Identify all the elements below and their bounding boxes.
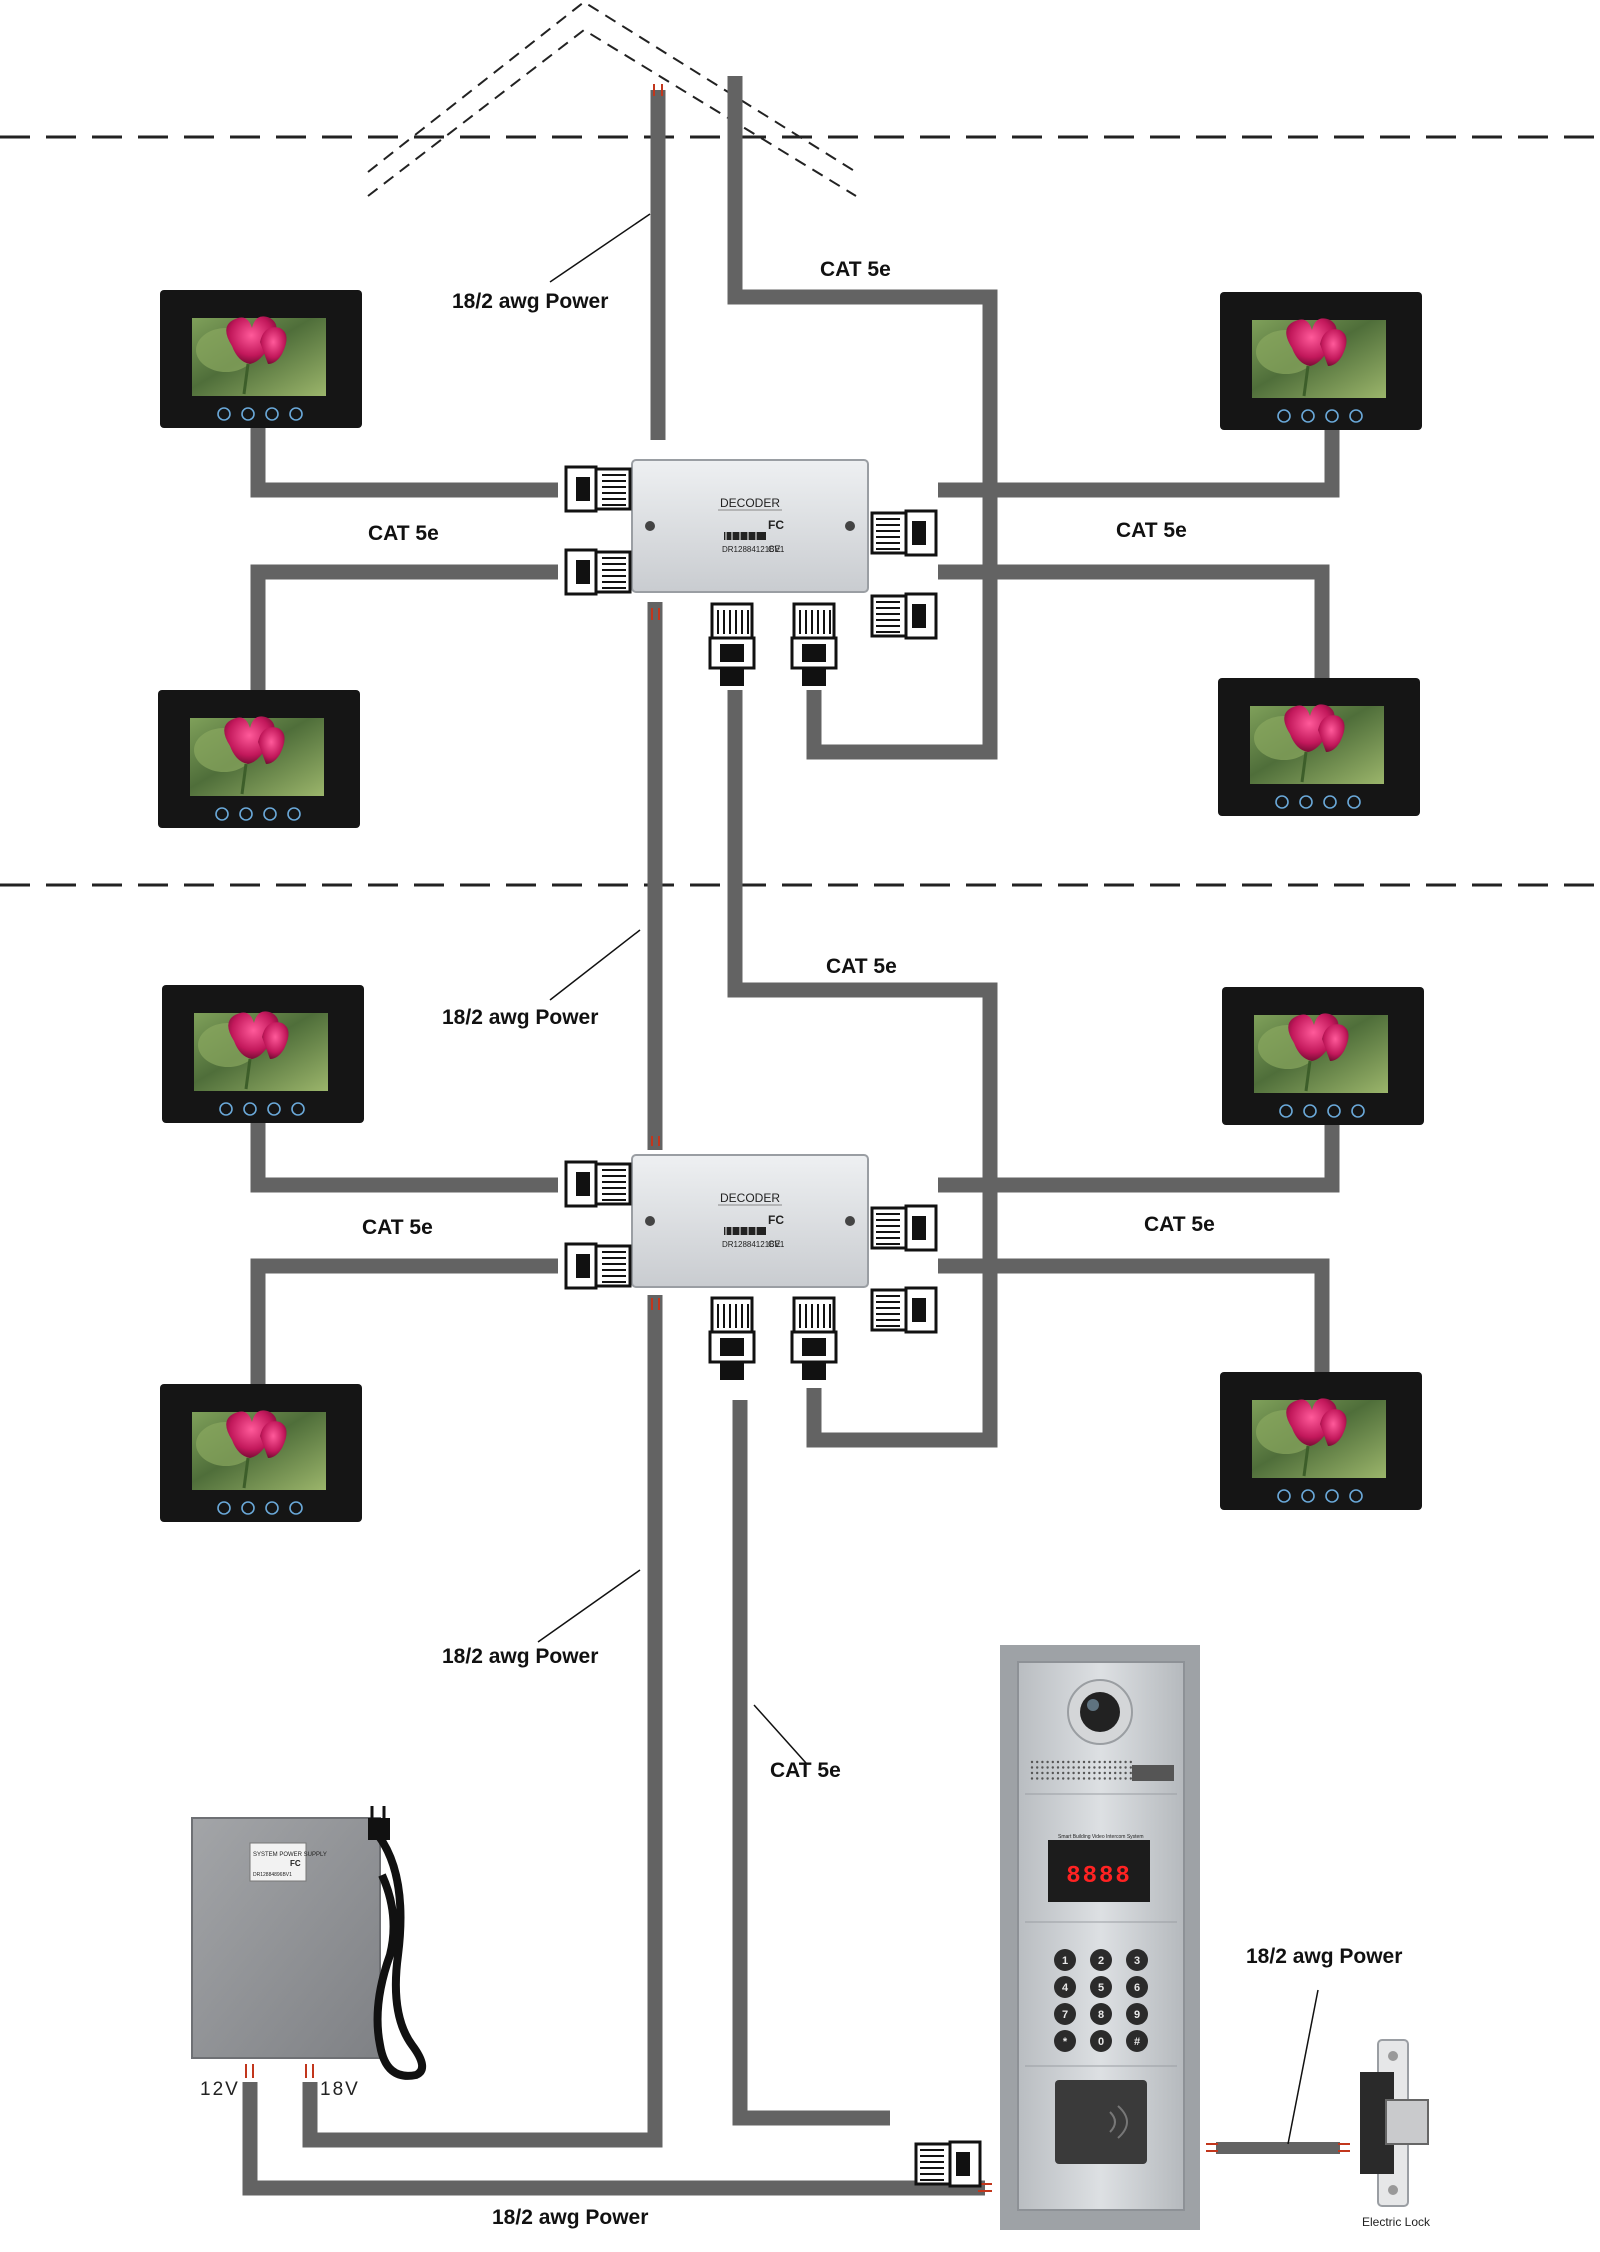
label-cat5e-riser-lower: CAT 5e bbox=[826, 955, 897, 978]
svg-text:7: 7 bbox=[1062, 2009, 1068, 2021]
label-cat5e-lower-right: CAT 5e bbox=[1144, 1213, 1215, 1236]
rj45-upper-bottom-2 bbox=[790, 602, 838, 688]
label-cat5e-riser-upper: CAT 5e bbox=[820, 258, 891, 281]
power-cord bbox=[373, 1832, 426, 2080]
monitor-floor1-left-bottom bbox=[158, 1382, 364, 1524]
decoder-upper-label: DECODER bbox=[720, 496, 780, 510]
power-plug bbox=[368, 1818, 390, 1840]
keypad-key-star: * bbox=[1054, 2030, 1076, 2052]
keypad-key-6: 6 bbox=[1126, 1976, 1148, 1998]
psu-18v-label: 18V bbox=[320, 2079, 360, 2100]
power-supply: SYSTEM POWER SUPPLY FC DR12884896BV1 bbox=[191, 1806, 426, 2080]
svg-text:1: 1 bbox=[1062, 1955, 1068, 1967]
decoder-upper-serial: DR12884121BV1 bbox=[722, 545, 785, 554]
keypad-key-8: 8 bbox=[1090, 2003, 1112, 2025]
roof-outline bbox=[367, 0, 857, 197]
monitor-floor1-left-top bbox=[160, 983, 366, 1125]
psu-title: SYSTEM POWER SUPPLY bbox=[253, 1852, 327, 1858]
monitor-floor1-right-top bbox=[1220, 985, 1426, 1127]
keypad-key-4: 4 bbox=[1054, 1976, 1076, 1998]
decoder-upper: DECODER FC DR12884121BV1 CE bbox=[631, 459, 869, 593]
rj45-upper-bottom-1 bbox=[708, 602, 756, 688]
psu-12v-label: 12V bbox=[200, 2079, 240, 2100]
leader-lines bbox=[537, 213, 1319, 2145]
keypad-key-7: 7 bbox=[1054, 2003, 1076, 2025]
rj45-upper-right-1 bbox=[870, 509, 938, 557]
svg-text:9: 9 bbox=[1134, 2009, 1140, 2021]
label-power-lower: 18/2 awg Power bbox=[442, 1645, 598, 1668]
display-window bbox=[1048, 1840, 1150, 1902]
rj45-upper-left-2 bbox=[564, 548, 632, 596]
svg-text:*: * bbox=[1063, 2036, 1068, 2048]
speaker-grille bbox=[1030, 1760, 1133, 1780]
monitor-floor1-right-bottom bbox=[1218, 1370, 1424, 1512]
label-cat5e-upper-right: CAT 5e bbox=[1116, 519, 1187, 542]
label-power-lock: 18/2 awg Power bbox=[1246, 1945, 1402, 1968]
label-cat5e-upper-left: CAT 5e bbox=[368, 522, 439, 545]
keypad-key-3: 3 bbox=[1126, 1949, 1148, 1971]
rj45-lower-left-2 bbox=[564, 1242, 632, 1290]
rj45-lower-right-1 bbox=[870, 1204, 938, 1252]
decoder-lower-serial: DR12884121BV1 bbox=[722, 1240, 785, 1249]
svg-text:#: # bbox=[1134, 2036, 1140, 2048]
svg-text:0: 0 bbox=[1098, 2036, 1104, 2048]
keypad-key-5: 5 bbox=[1090, 1976, 1112, 1998]
svg-text:8: 8 bbox=[1098, 2009, 1104, 2021]
rj45-upper-left-1 bbox=[564, 465, 632, 513]
keypad-key-2: 2 bbox=[1090, 1949, 1112, 1971]
psu-fc: FC bbox=[290, 1859, 301, 1868]
monitor-floor2-left-bottom bbox=[156, 688, 362, 830]
keypad-key-1: 1 bbox=[1054, 1949, 1076, 1971]
rj45-lower-right-2 bbox=[870, 1286, 938, 1334]
decoder-upper-ce: CE bbox=[768, 544, 781, 554]
label-power-bottom: 18/2 awg Power bbox=[492, 2206, 648, 2229]
rj45-door-station bbox=[914, 2140, 982, 2188]
door-display: 8888 bbox=[1066, 1863, 1132, 1890]
decoder-upper-fc: FC bbox=[768, 518, 784, 532]
rj45-lower-left-1 bbox=[564, 1160, 632, 1208]
psu-serial: DR12884896BV1 bbox=[253, 1872, 292, 1878]
cables bbox=[242, 76, 1340, 2196]
svg-text:6: 6 bbox=[1134, 1982, 1140, 1994]
svg-text:3: 3 bbox=[1134, 1955, 1140, 1967]
monitor-floor2-left-top bbox=[158, 288, 364, 430]
label-cat5e-door: CAT 5e bbox=[770, 1759, 841, 1782]
keypad-key-9: 9 bbox=[1126, 2003, 1148, 2025]
rj45-upper-right-2 bbox=[870, 592, 938, 640]
rj45-lower-bottom-1 bbox=[708, 1296, 756, 1382]
keypad-key-hash: # bbox=[1126, 2030, 1148, 2052]
decoder-lower: DECODER FC DR12884121BV1 CE bbox=[631, 1154, 869, 1288]
monitor-floor2-right-top bbox=[1218, 290, 1424, 432]
keypad-key-0: 0 bbox=[1090, 2030, 1112, 2052]
rfid-reader bbox=[1055, 2080, 1147, 2164]
decoder-lower-ce: CE bbox=[768, 1239, 781, 1249]
label-power-top: 18/2 awg Power bbox=[452, 290, 608, 313]
keypad: 1 2 3 4 5 6 7 8 9 * 0 # bbox=[1054, 1949, 1148, 2052]
svg-text:4: 4 bbox=[1062, 1982, 1069, 1994]
monitor-floor2-right-bottom bbox=[1216, 676, 1422, 818]
status-leds bbox=[1132, 1765, 1174, 1781]
label-cat5e-lower-left: CAT 5e bbox=[362, 1216, 433, 1239]
door-station: Smart Building Video Intercom System 888… bbox=[1000, 1645, 1200, 2230]
electric-lock-label: Electric Lock bbox=[1362, 2215, 1431, 2229]
label-power-middle: 18/2 awg Power bbox=[442, 1006, 598, 1029]
decoder-lower-label: DECODER bbox=[720, 1191, 780, 1205]
electric-lock bbox=[1360, 2039, 1429, 2207]
svg-text:2: 2 bbox=[1098, 1955, 1104, 1967]
door-header-text: Smart Building Video Intercom System bbox=[1058, 1834, 1144, 1840]
rj45-lower-bottom-2 bbox=[790, 1296, 838, 1382]
decoder-lower-fc: FC bbox=[768, 1213, 784, 1227]
svg-text:5: 5 bbox=[1098, 1982, 1104, 1994]
